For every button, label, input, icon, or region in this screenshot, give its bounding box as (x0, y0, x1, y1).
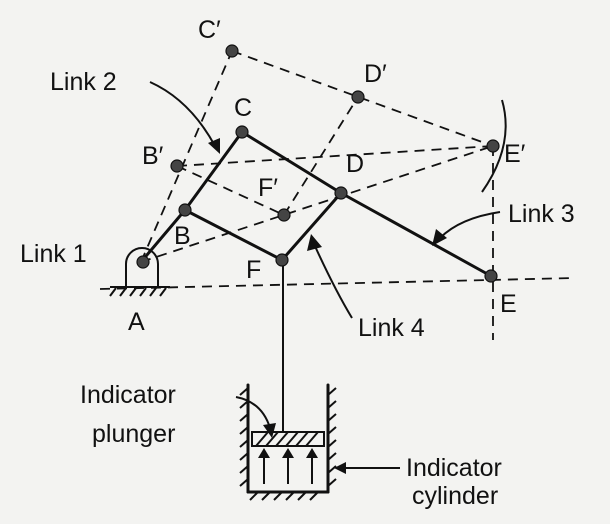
pivot-support (125, 247, 159, 286)
link-de (339, 191, 493, 278)
joint-d (334, 186, 348, 200)
link-bc (183, 130, 244, 212)
link-bf (183, 208, 284, 262)
label-c: C (234, 94, 252, 122)
label-e: E (500, 290, 517, 318)
label-f-prime: F′ (258, 174, 278, 202)
link-ab (139, 208, 187, 264)
label-d: D (346, 150, 364, 178)
arc-e-prime (481, 99, 507, 193)
pressure-arrows (258, 448, 318, 484)
joint-b (178, 203, 192, 217)
indicator-cylinder (239, 383, 337, 501)
leader-arrows (149, 81, 501, 474)
label-plunger-line1: Indicator (80, 381, 176, 409)
label-d-prime: D′ (364, 60, 387, 88)
joint-e-prime (486, 139, 500, 153)
joint-c-prime (225, 44, 239, 58)
label-link-4: Link 4 (358, 314, 425, 342)
label-link-2: Link 2 (50, 68, 117, 96)
joint-f (275, 253, 289, 267)
label-a: A (128, 308, 145, 336)
joints (136, 44, 500, 283)
label-c-prime: C′ (198, 16, 221, 44)
label-b: B (174, 222, 191, 250)
link-fd (280, 191, 343, 262)
ground-hatch (109, 286, 170, 297)
label-link-3: Link 3 (508, 200, 575, 228)
label-e-prime: E′ (504, 140, 526, 168)
ground-line (99, 277, 576, 290)
joint-b-prime (170, 159, 184, 173)
label-f: F (246, 256, 261, 284)
label-cylinder-line1: Indicator (406, 454, 502, 482)
link-cd (240, 130, 343, 195)
label-b-prime: B′ (142, 142, 164, 170)
plunger-head (251, 431, 325, 447)
joint-e (484, 269, 498, 283)
label-cylinder-line2: cylinder (412, 482, 498, 510)
label-link-1: Link 1 (20, 240, 87, 268)
joint-a (136, 255, 150, 269)
joint-f-prime (277, 208, 291, 222)
label-plunger-line2: plunger (92, 420, 175, 448)
joint-c (235, 125, 249, 139)
joint-d-prime (351, 90, 365, 104)
